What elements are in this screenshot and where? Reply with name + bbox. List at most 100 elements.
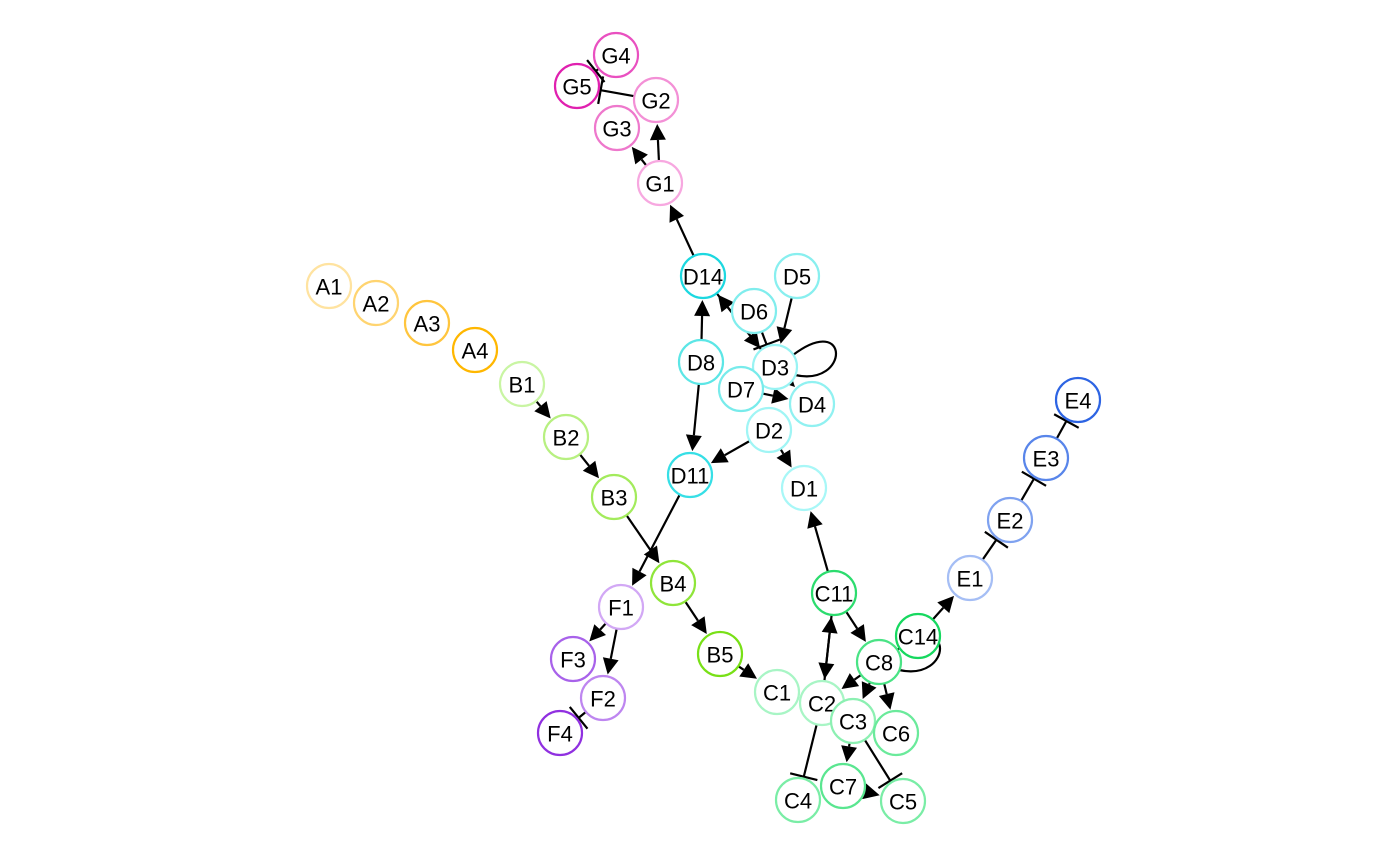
node-A1: A1 (305, 262, 353, 310)
node-A2: A2 (352, 279, 400, 327)
edge-line (931, 607, 945, 621)
inhibit-bar (586, 59, 606, 83)
edge-C8-C6 (878, 683, 895, 710)
edge-C3-C7 (841, 742, 857, 763)
edge-D8-D14 (694, 300, 711, 341)
edge-line (1055, 420, 1068, 440)
arrow-head (691, 616, 707, 634)
edge-line (599, 622, 607, 631)
node-label: E1 (957, 567, 984, 592)
node-label: B5 (707, 643, 734, 668)
edge-line (684, 600, 699, 622)
edge-D7-D4 (762, 387, 789, 404)
node-label: A3 (414, 312, 441, 337)
node-label: G3 (602, 117, 631, 142)
node-C4: C4 (774, 776, 822, 824)
node-circle (751, 343, 799, 391)
node-circle (879, 777, 927, 825)
node-label: E3 (1033, 447, 1060, 472)
arrow-head (739, 663, 757, 679)
node-circle (597, 583, 645, 631)
edge-line (656, 139, 661, 162)
node-label: D6 (740, 300, 768, 325)
node-label: D11 (671, 464, 710, 489)
arrow-head (776, 449, 792, 468)
edge-line (625, 514, 652, 551)
edge-line (845, 610, 859, 630)
node-C14: C14 (894, 612, 942, 660)
edge-D6-D3 (753, 331, 781, 351)
node-circle (986, 496, 1034, 544)
node-circle (498, 360, 546, 408)
arrow-head (862, 783, 880, 800)
node-label: C3 (839, 710, 867, 735)
node-F4: F4 (536, 709, 584, 757)
node-E1: E1 (946, 554, 994, 602)
node-circle (829, 697, 877, 745)
node-label: D5 (783, 265, 811, 290)
node-label: A2 (363, 292, 390, 317)
node-C7: C7 (819, 762, 867, 810)
node-D5: D5 (773, 252, 821, 300)
node-label: E2 (997, 509, 1024, 534)
node-circle (946, 554, 994, 602)
edge-line (762, 392, 774, 397)
arrow-head (861, 681, 877, 699)
node-label: A1 (316, 275, 343, 300)
inhibit-bar (753, 338, 781, 351)
arrow-head (717, 294, 735, 313)
edge-D14-G1 (669, 204, 695, 257)
edge-line (823, 632, 831, 682)
edge-F2-F4 (568, 706, 589, 730)
node-label: G2 (641, 89, 670, 114)
node-C11: C11 (810, 569, 858, 617)
node-label: B2 (553, 426, 580, 451)
node-circle (403, 299, 451, 347)
node-D3: D3 (751, 343, 799, 391)
arrow-head (776, 326, 793, 344)
node-label: B3 (601, 486, 628, 511)
edge-line (802, 724, 818, 777)
node-circle (593, 104, 641, 152)
node-label: F4 (547, 722, 573, 747)
edge-B2-B3 (578, 453, 599, 479)
node-D8: D8 (677, 338, 725, 386)
node-circle (542, 413, 590, 461)
edge-E3-E4 (1053, 413, 1080, 440)
node-D1: D1 (780, 464, 828, 512)
edge-line (535, 400, 542, 407)
arrow-head (669, 204, 684, 223)
node-E2: E2 (986, 496, 1034, 544)
node-label: G1 (645, 172, 674, 197)
arrow-head (807, 511, 823, 529)
node-F3: F3 (549, 635, 597, 683)
edge-line (724, 439, 751, 457)
node-label: A4 (462, 339, 489, 364)
node-circle (549, 635, 597, 683)
node-label: C1 (763, 681, 791, 706)
node-circle (636, 159, 684, 207)
node-label: D4 (798, 393, 826, 418)
node-label: B4 (660, 572, 687, 597)
node-B4: B4 (649, 559, 697, 607)
node-circle (696, 630, 744, 678)
node-label: F1 (608, 596, 634, 621)
node-circle (780, 464, 828, 512)
edge-D8-D11 (685, 383, 702, 452)
node-label: D2 (755, 419, 783, 444)
node-circle (730, 287, 778, 335)
node-G4: G4 (592, 31, 640, 79)
edge-line (578, 453, 590, 467)
node-label: F3 (560, 648, 586, 673)
edge-C11-D1 (807, 511, 830, 573)
edge-E1-E2 (981, 530, 1009, 561)
node-C5: C5 (879, 777, 927, 825)
node-circle (872, 709, 920, 757)
edge-line (675, 218, 695, 257)
node-label: G5 (562, 75, 591, 100)
node-label: D14 (683, 265, 723, 290)
node-circle (579, 674, 627, 722)
node-A3: A3 (403, 299, 451, 347)
node-label: C4 (784, 789, 812, 814)
